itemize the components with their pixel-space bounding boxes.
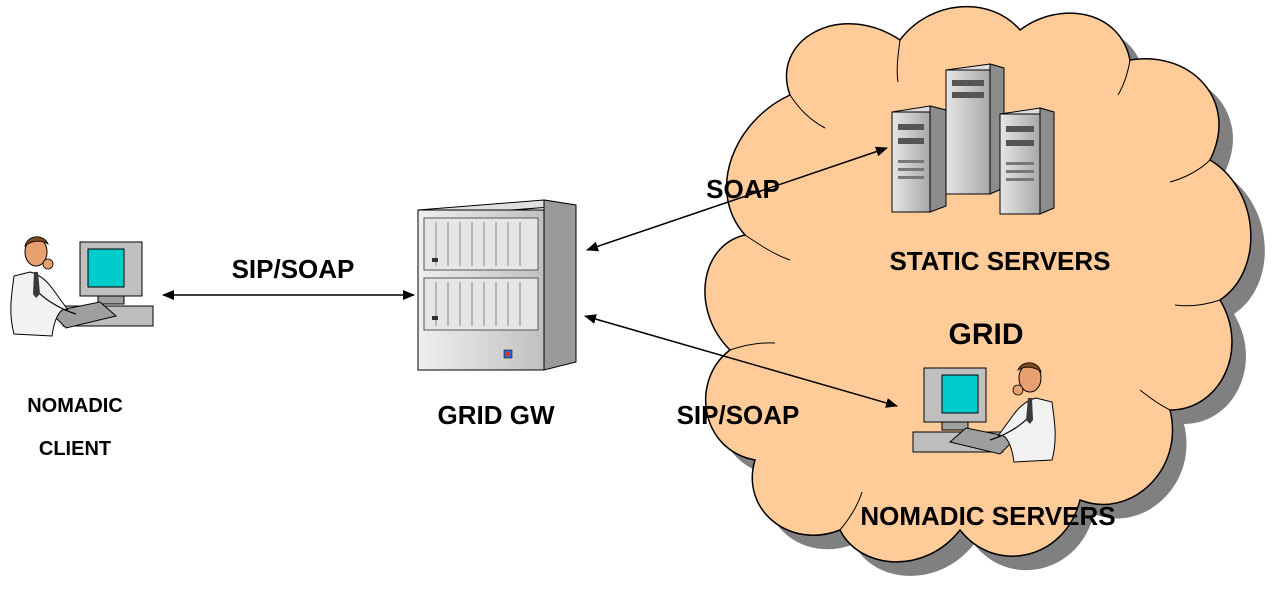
cloud-inner-line bbox=[1139, 389, 1171, 411]
gateway-label: GRID GW bbox=[438, 400, 555, 430]
edge-gateway-nomadic-label: SIP/SOAP bbox=[677, 400, 800, 430]
cloud-inner-line bbox=[789, 94, 826, 129]
cloud-inner-line bbox=[1169, 159, 1211, 183]
nomadic-servers-label: NOMADIC SERVERS bbox=[860, 501, 1115, 531]
grid-label: GRID bbox=[949, 318, 1024, 351]
static-servers-label: STATIC SERVERS bbox=[889, 246, 1110, 276]
nomadic-client-icon bbox=[10, 236, 154, 337]
nomadic-server-icon bbox=[912, 362, 1056, 463]
edge-client-gateway-label: SIP/SOAP bbox=[232, 254, 355, 284]
static-servers-icon bbox=[891, 63, 1055, 215]
cloud-inner-line bbox=[839, 491, 863, 531]
arrow-gateway-static bbox=[586, 146, 888, 252]
client-label-line2: CLIENT bbox=[39, 438, 111, 460]
grid-gateway-icon bbox=[417, 199, 577, 371]
cloud-inner-line bbox=[1174, 299, 1221, 307]
client-label-line1: NOMADIC bbox=[27, 395, 123, 417]
arrow-gateway-nomadic bbox=[584, 314, 898, 408]
edge-gateway-static-label: SOAP bbox=[706, 174, 780, 204]
cloud-inner-line bbox=[1117, 59, 1131, 96]
cloud-inner-line bbox=[896, 39, 901, 83]
